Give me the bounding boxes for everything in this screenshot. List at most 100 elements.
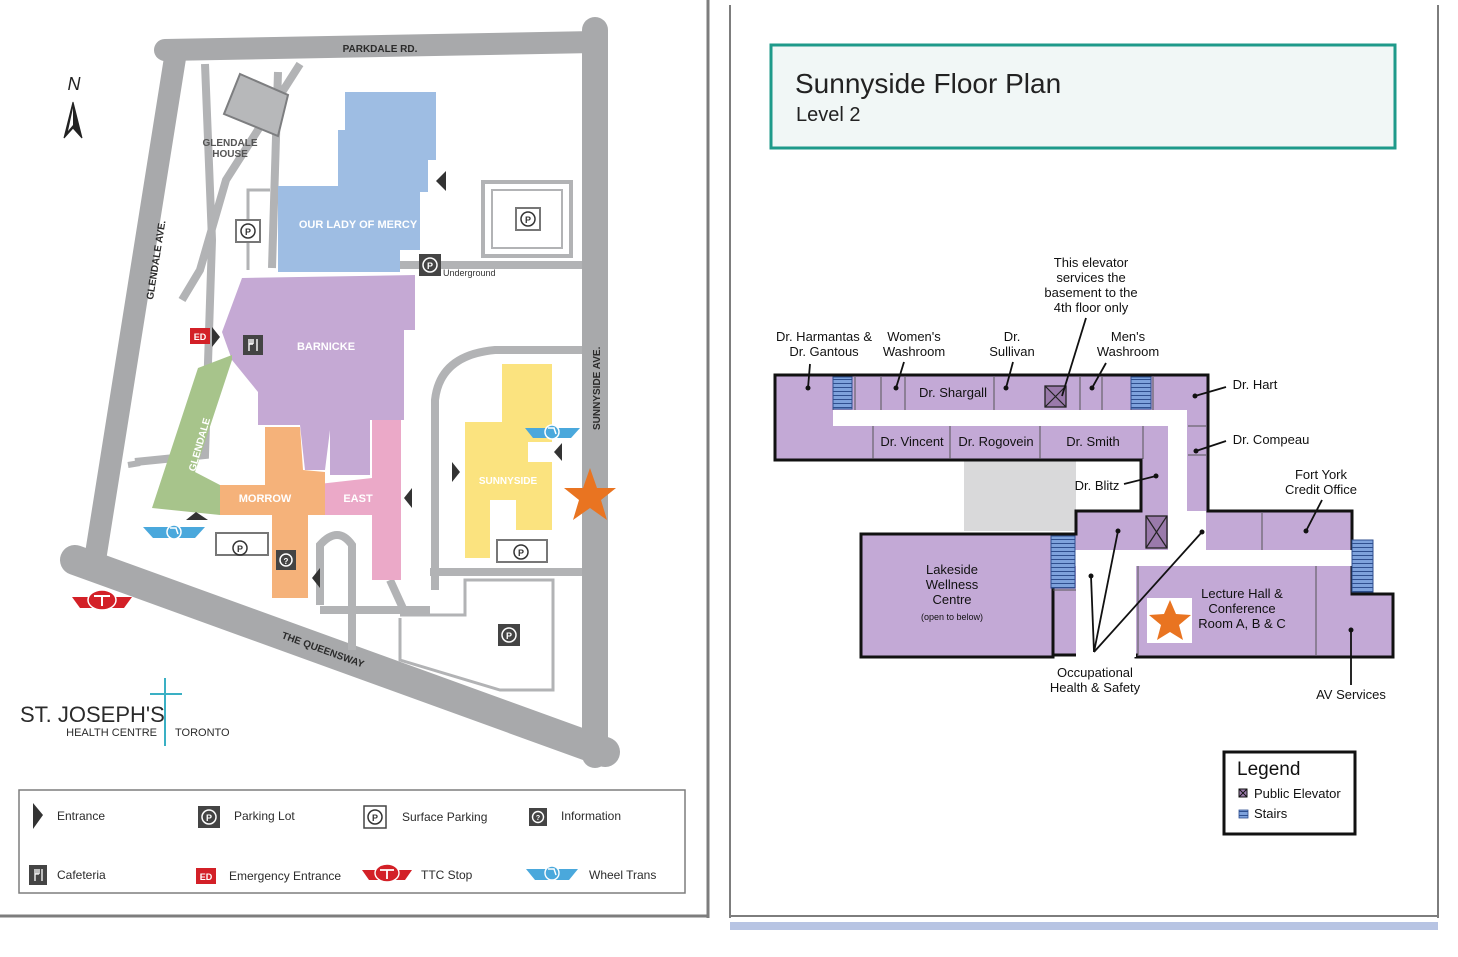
callout-mens-washroom-2: Washroom (1097, 344, 1159, 359)
glendale-house-label-line2: HOUSE (212, 149, 248, 160)
floor-legend-title: Legend (1237, 759, 1300, 780)
entrance-icon[interactable] (212, 327, 220, 347)
label-dr-smith: Dr. Smith (1066, 434, 1119, 449)
surface-parking-icon[interactable]: P (215, 532, 269, 556)
campus-legend: Entrance P Parking Lot P Surface Parking… (18, 789, 686, 894)
callout-womens-washroom-2: Washroom (883, 344, 945, 359)
svg-text:?: ? (536, 815, 540, 822)
stairs-icon[interactable] (1351, 539, 1374, 593)
callout-fort-york-1: Fort York (1295, 467, 1348, 482)
legend-label-wheel-trans: Wheel Trans (589, 868, 656, 882)
legend-public-elevator-icon (1238, 788, 1248, 798)
legend-emergency-entrance-icon: ED (196, 868, 216, 884)
stairs-icon[interactable] (1130, 376, 1152, 410)
parking-markers: P P P Underground P P (215, 207, 548, 646)
callout-compeau: Dr. Compeau (1233, 432, 1310, 447)
entrance-icon[interactable] (312, 568, 320, 588)
callout-womens-washroom-1: Women's (887, 329, 941, 344)
label-lakeside-1: Lakeside (926, 562, 978, 577)
entrance-icon[interactable] (404, 488, 412, 508)
emergency-entrance-icon[interactable]: ED (190, 328, 210, 344)
elevator-note-3: basement to the (1044, 285, 1137, 300)
legend-wheel-trans-icon (526, 865, 578, 881)
our-lady-of-mercy-label: OUR LADY OF MERCY (299, 219, 418, 231)
label-lecture-hall-2: Conference (1208, 601, 1275, 616)
open-area (964, 460, 1076, 531)
svg-text:P: P (518, 548, 524, 558)
north-label: N (68, 74, 82, 94)
label-dr-rogovein: Dr. Rogovein (958, 434, 1033, 449)
svg-text:ED: ED (200, 872, 213, 882)
east-label: EAST (343, 493, 373, 505)
callout-av-services: AV Services (1316, 687, 1386, 702)
sunnyside-label: SUNNYSIDE (479, 476, 538, 487)
legend-stairs-icon (1238, 809, 1249, 819)
glendale-house-label-line1: GLENDALE (203, 138, 258, 149)
callout-mens-washroom-1: Men's (1111, 329, 1146, 344)
label-lakeside-3: Centre (932, 592, 971, 607)
underground-label: Underground (443, 268, 496, 278)
morrow-building[interactable]: MORROW (220, 427, 325, 598)
surface-parking-icon[interactable]: P (515, 207, 541, 231)
legend-entrance-icon (33, 803, 43, 829)
callout-dots (805, 385, 1354, 633)
stairs-icon[interactable] (832, 376, 853, 410)
ttc-stop-icon[interactable] (72, 589, 132, 611)
wheel-trans-icon[interactable] (525, 424, 580, 440)
entrance-icon[interactable] (186, 512, 208, 520)
callout-harmantas-2: Dr. Gantous (789, 344, 859, 359)
stairs-icon[interactable] (1050, 535, 1076, 589)
label-lecture-hall-1: Lecture Hall & (1201, 586, 1283, 601)
floor-plan-title-box: Sunnyside Floor Plan Level 2 (769, 43, 1397, 150)
parking-lot-icon[interactable]: P (498, 624, 520, 646)
glendale-house-building[interactable]: GLENDALE HOUSE (203, 72, 290, 160)
east-building[interactable]: EAST (310, 420, 401, 580)
room-lakeside-wellness[interactable] (859, 532, 1055, 659)
callout-hart: Dr. Hart (1233, 377, 1278, 392)
legend-label-entrance: Entrance (57, 809, 105, 823)
our-lady-of-mercy-building[interactable]: OUR LADY OF MERCY (278, 92, 436, 272)
svg-text:P: P (206, 813, 212, 823)
callout-sullivan-1: Dr. (1004, 329, 1021, 344)
entrance-icon[interactable] (436, 171, 446, 191)
morrow-label: MORROW (239, 493, 292, 505)
svg-text:P: P (506, 631, 512, 641)
legend-label-emergency-entrance: Emergency Entrance (229, 869, 341, 883)
svg-text:P: P (245, 227, 251, 237)
parking-lot-icon[interactable]: P (419, 254, 441, 276)
callout-blitz: Dr. Blitz (1075, 478, 1120, 493)
svg-text:P: P (372, 813, 378, 823)
wheel-trans-icon[interactable] (143, 524, 205, 540)
callout-sullivan-2: Sullivan (989, 344, 1035, 359)
label-dr-shargall: Dr. Shargall (919, 385, 987, 400)
surface-parking-icon[interactable]: P (496, 539, 548, 563)
svg-text:P: P (525, 215, 531, 225)
label-dr-vincent: Dr. Vincent (880, 434, 944, 449)
information-icon[interactable]: ? (276, 550, 296, 570)
north-arrow-icon: N (63, 74, 83, 139)
surface-parking-icon[interactable]: P (235, 219, 261, 243)
entrance-icon[interactable] (452, 462, 460, 482)
legend-label-cafeteria: Cafeteria (57, 868, 106, 882)
barnicke-label: BARNICKE (297, 341, 355, 353)
legend-cafeteria-icon (29, 865, 47, 885)
glendale-building[interactable]: GLENDALE (152, 355, 232, 515)
svg-text:P: P (237, 544, 243, 554)
callout-lines (807, 317, 1352, 685)
legend-surface-parking-icon: P (363, 805, 387, 829)
cafeteria-icon[interactable] (243, 335, 263, 355)
entrance-icon[interactable] (554, 443, 562, 461)
street-label-parkdale: PARKDALE RD. (343, 44, 418, 55)
you-are-here-star-icon (564, 468, 616, 520)
public-elevator-icon[interactable] (1044, 385, 1067, 408)
barnicke-building[interactable]: BARNICKE (222, 275, 415, 475)
callout-ohs-1: Occupational (1057, 665, 1133, 680)
sunnyside-building[interactable]: SUNNYSIDE (465, 364, 552, 558)
st-josephs-logo: ST. JOSEPH'S HEALTH CENTRE TORONTO (20, 678, 230, 746)
legend-label-information: Information (561, 809, 621, 823)
elevator-note-1: This elevator (1054, 255, 1129, 270)
logo-sub-left: HEALTH CENTRE (66, 727, 157, 739)
floor-legend-stairs: Stairs (1254, 806, 1288, 821)
public-elevator-icon[interactable] (1145, 515, 1168, 549)
